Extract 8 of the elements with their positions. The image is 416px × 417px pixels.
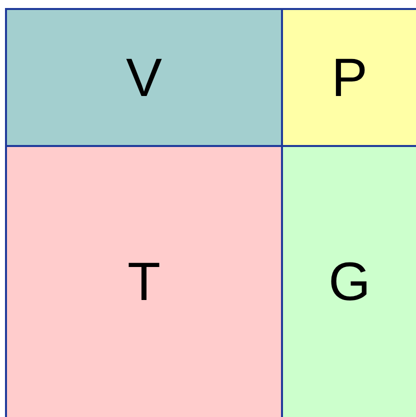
grid-cell bbox=[7, 10, 283, 147]
grid-cell bbox=[283, 147, 416, 417]
grid-cell bbox=[7, 147, 283, 417]
grid-cell bbox=[283, 10, 416, 147]
cell-letter: T bbox=[128, 251, 160, 313]
cell-letter: V bbox=[126, 46, 162, 108]
cell-letter: P bbox=[331, 46, 368, 108]
cell-letter: G bbox=[328, 251, 370, 313]
